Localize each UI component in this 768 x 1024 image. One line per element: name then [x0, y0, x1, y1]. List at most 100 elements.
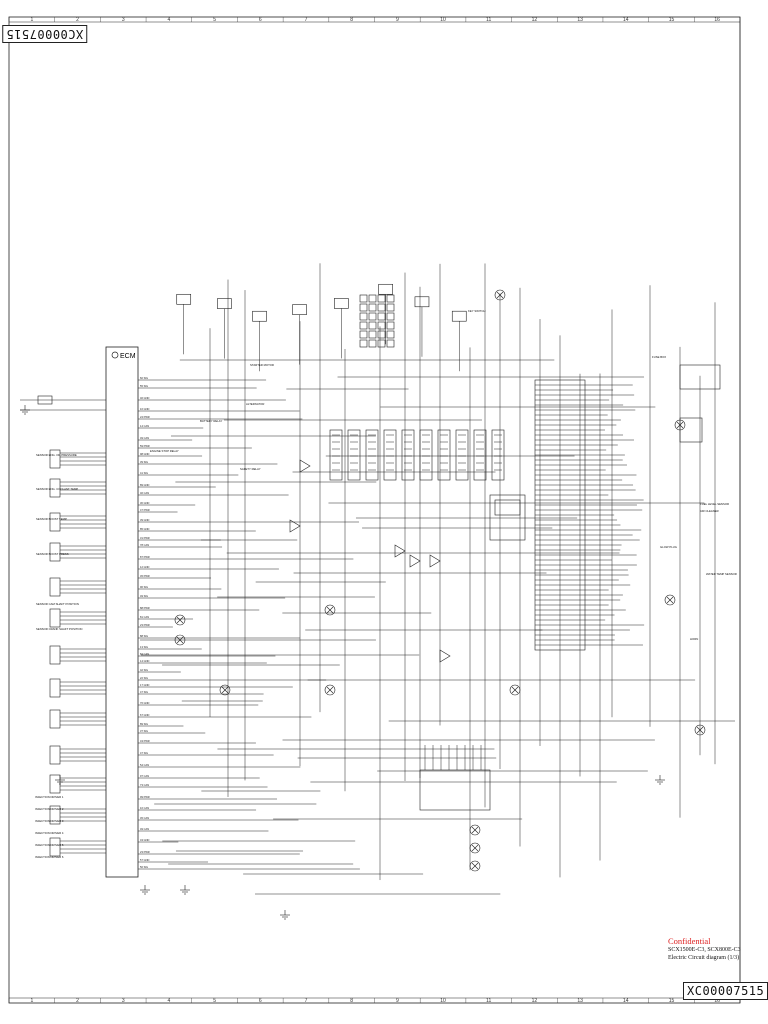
svg-text:42 SIG: 42 SIG — [140, 668, 148, 672]
block-label-1: SENSOR ENG. COOLANT TEMP — [36, 487, 78, 491]
grid-col-bottom-11: 11 — [486, 998, 491, 1004]
svg-text:97 CAN: 97 CAN — [140, 774, 149, 778]
svg-text:45 CAN: 45 CAN — [140, 816, 149, 820]
svg-text:23 PWR: 23 PWR — [140, 850, 150, 854]
grid-col-top-14: 14 — [623, 17, 629, 23]
block-label-0: SENSOR ENG. OIL PRESSURE — [36, 453, 77, 457]
grid-col-top-16: 16 — [714, 17, 720, 23]
svg-text:41 SIG: 41 SIG — [140, 471, 148, 475]
grid-col-bottom-5: 5 — [213, 998, 216, 1004]
svg-text:73 CAN: 73 CAN — [140, 783, 149, 787]
svg-text:88 SIG: 88 SIG — [140, 634, 148, 638]
grid-col-bottom-1: 1 — [30, 998, 33, 1004]
svg-text:59 PWR: 59 PWR — [140, 444, 150, 448]
block-label-2: SENSOR BOOST TEMP — [36, 517, 67, 521]
drawing-number-stamp-top: XC00007515 — [2, 25, 88, 43]
svg-text:39 GND: 39 GND — [140, 518, 149, 522]
block-label-22: KEY SWITCH — [468, 309, 485, 313]
block-label-3: SENSOR BOOST PRESS — [36, 552, 69, 556]
block-label-20: GLOW PLUG — [660, 545, 677, 549]
svg-text:14 CAN: 14 CAN — [140, 424, 149, 428]
block-label-5: SENSOR CRANK SHAFT POSITION — [36, 627, 82, 631]
grid-col-top-9: 9 — [396, 17, 399, 23]
svg-text:22 SIG: 22 SIG — [140, 676, 148, 680]
svg-text:46 GND: 46 GND — [140, 396, 149, 400]
svg-text:45 PWR: 45 PWR — [140, 574, 150, 578]
wiring — [20, 263, 735, 895]
block-label-21: SAFETY RELAY — [240, 467, 261, 471]
grid-col-bottom-9: 9 — [396, 998, 399, 1004]
svg-text:47 PWR: 47 PWR — [140, 508, 150, 512]
svg-text:14 GND: 14 GND — [140, 659, 149, 663]
svg-text:78 CAN: 78 CAN — [140, 543, 149, 547]
svg-text:23 PWR: 23 PWR — [140, 623, 150, 627]
block-label-12: STARTER MOTOR — [250, 363, 274, 367]
wire-labels: 60 SIG 55 SIG 46 GND 16 GND 24 PWR 14 CAN 49 C… — [140, 376, 150, 869]
block-label-11: INJECTION DRIVER 6 — [35, 855, 64, 859]
grid-col-top-8: 8 — [350, 17, 353, 23]
svg-text:39 SIG: 39 SIG — [140, 460, 148, 464]
grid-col-top-4: 4 — [168, 17, 171, 23]
block-label-4: SENSOR CAM SHAFT POSITION — [36, 602, 79, 606]
svg-text:81 CAN: 81 CAN — [140, 615, 149, 619]
svg-text:24 PWR: 24 PWR — [140, 415, 150, 419]
svg-text:46 CAN: 46 CAN — [140, 491, 149, 495]
svg-text:12 GND: 12 GND — [140, 565, 149, 569]
svg-text:49 CAN: 49 CAN — [140, 827, 149, 831]
grid-col-top-7: 7 — [305, 17, 308, 23]
svg-text:43 GND: 43 GND — [140, 838, 149, 842]
svg-text:89 GND: 89 GND — [140, 483, 149, 487]
svg-text:17 GND: 17 GND — [140, 683, 149, 687]
svg-text:98 GND: 98 GND — [140, 452, 149, 456]
svg-text:87 PWR: 87 PWR — [140, 555, 150, 559]
svg-text:16 CAN: 16 CAN — [140, 806, 149, 810]
svg-text:55 SIG: 55 SIG — [140, 384, 148, 388]
svg-text:47 SIG: 47 SIG — [140, 690, 148, 694]
svg-text:76 GND: 76 GND — [140, 701, 149, 705]
block-label-23: FUSE BOX — [652, 355, 666, 359]
grid-col-top-15: 15 — [669, 17, 675, 23]
svg-text:88 PWR: 88 PWR — [140, 606, 150, 610]
grid-col-bottom-4: 4 — [168, 998, 171, 1004]
svg-text:43 PWR: 43 PWR — [140, 739, 150, 743]
grid-col-top-13: 13 — [577, 17, 583, 23]
block-label-18: WATER TEMP SENSOR — [706, 572, 737, 576]
grid-col-top-10: 10 — [440, 17, 446, 23]
svg-text:13 SIG: 13 SIG — [140, 645, 148, 649]
grid-col-top-5: 5 — [213, 17, 216, 23]
grid-col-top-12: 12 — [532, 17, 538, 23]
grid-col-bottom-15: 15 — [669, 998, 675, 1004]
block-label-7: INJECTION DRIVER 2 — [35, 807, 64, 811]
confidential-label: Confidential — [668, 936, 711, 946]
block-label-9: INJECTION DRIVER 4 — [35, 831, 64, 835]
grid-col-bottom-14: 14 — [623, 998, 629, 1004]
grid-col-bottom-3: 3 — [122, 998, 125, 1004]
ecm-label: ECM — [120, 353, 136, 360]
block-label-8: INJECTION DRIVER 3 — [35, 819, 64, 823]
svg-text:49 SIG: 49 SIG — [140, 594, 148, 598]
svg-text:47 SIG: 47 SIG — [140, 751, 148, 755]
block-label-15: ENGINE STOP RELAY — [150, 449, 179, 453]
ecm-block: ECM — [105, 346, 139, 878]
grid-col-bottom-10: 10 — [440, 998, 446, 1004]
svg-text:60 SIG: 60 SIG — [140, 376, 148, 380]
grid-col-top-11: 11 — [486, 17, 491, 23]
svg-text:16 GND: 16 GND — [140, 407, 149, 411]
block-label-14: BATTERY RELAY — [200, 419, 222, 423]
svg-text:37 SIG: 37 SIG — [140, 729, 148, 733]
block-label-13: ALTERNATOR — [246, 402, 264, 406]
grid-col-bottom-13: 13 — [577, 998, 583, 1004]
block-label-6: INJECTION DRIVER 1 — [35, 795, 64, 799]
grid-col-top-1: 1 — [30, 17, 33, 23]
grid-col-top-2: 2 — [76, 17, 79, 23]
svg-text:54 CAN: 54 CAN — [140, 763, 149, 767]
grid-col-top-6: 6 — [259, 17, 262, 23]
svg-text:57 GND: 57 GND — [140, 858, 149, 862]
block-label-19: HORN — [690, 637, 698, 641]
svg-text:30 GND: 30 GND — [140, 501, 149, 505]
svg-text:89 SIG: 89 SIG — [140, 722, 148, 726]
block-label-10: INJECTION DRIVER 5 — [35, 843, 64, 847]
